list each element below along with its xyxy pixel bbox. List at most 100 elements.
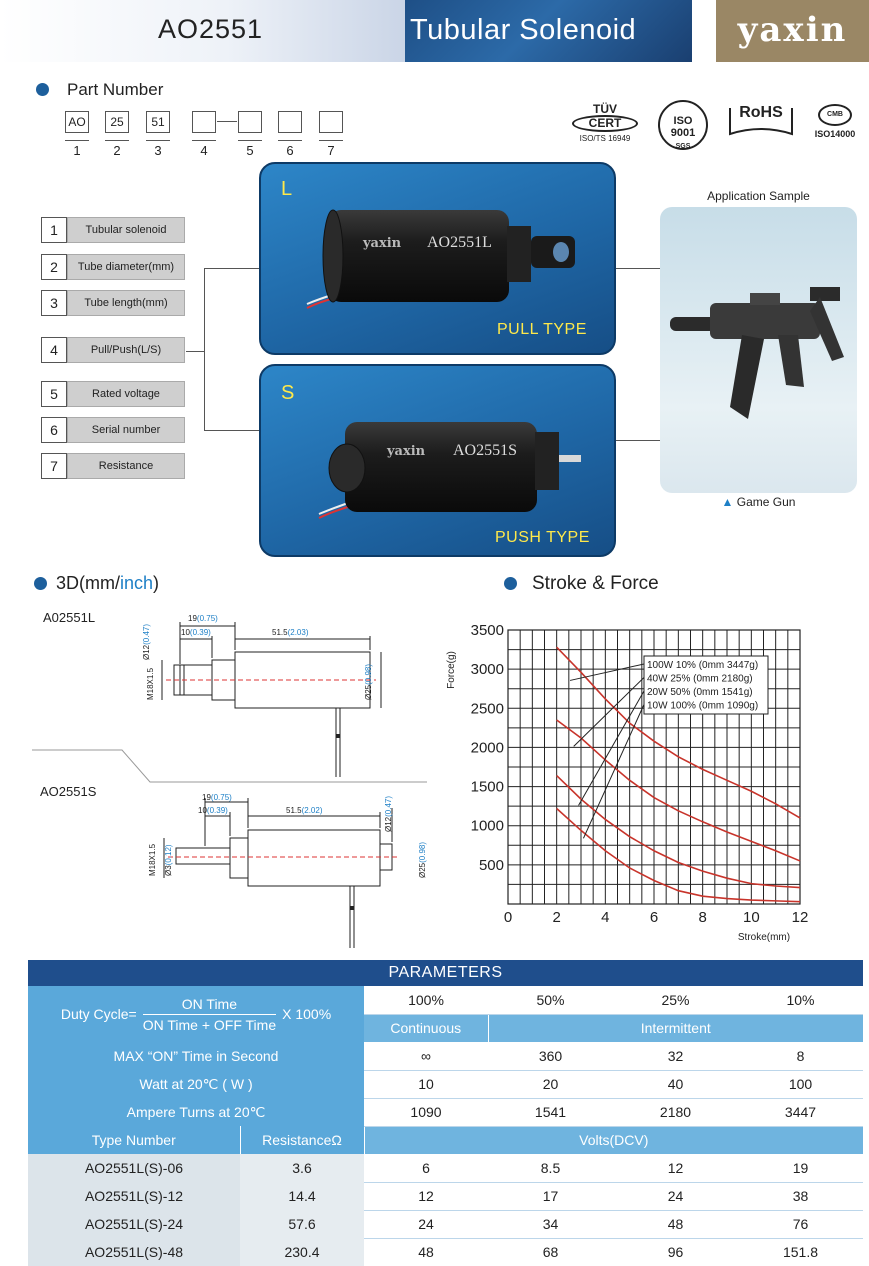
- parameter-value: 360: [488, 1042, 613, 1071]
- part-box-7: [319, 111, 343, 133]
- push-letter: S: [281, 382, 295, 404]
- pull-letter: L: [281, 178, 293, 200]
- dim-val: Ø25: [364, 684, 373, 700]
- pull-type-panel: L yaxin AO2551L PULL TYPE: [259, 162, 616, 355]
- parameters-title: PARAMETERS: [28, 960, 863, 986]
- dim-inch: (0.47): [384, 795, 393, 817]
- parameter-value: 10: [364, 1070, 488, 1099]
- part-box-5: [238, 111, 262, 133]
- y-tick-label: 1500: [471, 779, 504, 796]
- y-tick-label: 500: [479, 857, 504, 874]
- pull-type-label: PULL TYPE: [497, 321, 587, 338]
- x-tick-label: 10: [743, 909, 760, 926]
- bullet-icon: [36, 83, 49, 96]
- legend-box: [643, 655, 769, 715]
- mode-intermittent: Intermittent: [487, 1014, 863, 1042]
- legend-entry: 40W 25% (0mm 2180g): [647, 674, 753, 685]
- part-number-heading: Part Number: [67, 80, 164, 99]
- part-pos-7: 7: [319, 140, 343, 158]
- part-pos-1: 1: [65, 140, 89, 158]
- volts-value: 96: [613, 1238, 738, 1266]
- application-title: Application Sample: [707, 189, 810, 203]
- dim-l-515: 51.5(2.03): [272, 628, 308, 637]
- legend-label: Rated voltage: [67, 381, 185, 407]
- part-box-3: 51: [146, 111, 170, 133]
- x-tick-label: 6: [650, 909, 658, 926]
- push-type-label: PUSH TYPE: [495, 529, 590, 546]
- duty-value: 10%: [738, 986, 863, 1015]
- volts-value: 151.8: [738, 1238, 863, 1266]
- dim-l-25: Ø25(0.98): [364, 664, 373, 700]
- parameter-label: MAX “ON” Time in Second: [28, 1042, 364, 1070]
- duty-cycle-formula: Duty Cycle= ON Time ON Time + OFF Time X…: [28, 986, 364, 1042]
- y-axis-label: Force(g): [446, 651, 457, 689]
- duty-denominator: ON Time + OFF Time: [142, 1016, 277, 1033]
- volts-value: 68: [488, 1238, 613, 1266]
- dim-val: 19: [188, 614, 197, 623]
- legend-label: Resistance: [67, 453, 185, 479]
- dim-val: Ø12: [142, 644, 151, 660]
- legend-number: 4: [41, 337, 67, 363]
- dim-val: Ø25: [418, 862, 427, 878]
- x-axis-label: Stroke(mm): [738, 932, 790, 943]
- parameter-value: 32: [613, 1042, 738, 1071]
- legend-number: 1: [41, 217, 67, 243]
- connector-line: [204, 268, 260, 269]
- header-band-blue: [405, 0, 692, 62]
- dim-l-12: Ø12(0.47): [142, 624, 151, 660]
- volts-value: 12: [364, 1182, 488, 1211]
- parameters-table: PARAMETERS Duty Cycle= ON Time ON Time +…: [28, 960, 863, 1266]
- parameter-value: 8: [738, 1042, 863, 1071]
- volts-value: 17: [488, 1182, 613, 1211]
- type-number: AO2551L(S)-24: [28, 1210, 240, 1238]
- dim-l-m18: M18X1.5: [146, 667, 155, 700]
- legend-leader: [569, 663, 645, 681]
- dim-val: 51.5: [286, 806, 302, 815]
- application-caption: ▲ Game Gun: [660, 495, 857, 509]
- legend-leader: [582, 704, 645, 839]
- legend-number: 3: [41, 290, 67, 316]
- resistance-value: 230.4: [240, 1238, 364, 1266]
- x-tick-label: 12: [792, 909, 809, 926]
- dim-inch: (0.12): [164, 844, 173, 866]
- volts-value: 76: [738, 1210, 863, 1239]
- x-tick-label: 2: [552, 909, 560, 926]
- dim-val: 10: [198, 806, 207, 815]
- dim-s-m18: M18X1.5: [148, 843, 157, 876]
- legend-number: 7: [41, 453, 67, 479]
- resistance-value: 3.6: [240, 1154, 364, 1182]
- header-band-left: [0, 0, 410, 62]
- duty-value: 50%: [488, 986, 613, 1015]
- parameter-value: 3447: [738, 1098, 863, 1127]
- mode-continuous: Continuous: [364, 1014, 488, 1042]
- application-image: [660, 207, 857, 493]
- dim-s-19: 19(0.75): [202, 793, 232, 802]
- parameter-value: 100: [738, 1070, 863, 1099]
- dims-l-label: A02551L: [43, 610, 96, 625]
- dims-s-drawing: [163, 798, 398, 948]
- dim-inch: (0.75): [210, 793, 232, 802]
- dims-heading-pre: 3D(mm/: [56, 573, 120, 593]
- duty-value: 25%: [613, 986, 738, 1015]
- volts-value: 19: [738, 1154, 863, 1183]
- rohs-logo: RoHS: [728, 104, 794, 140]
- dim-inch: (0.98): [364, 663, 373, 685]
- x-tick-label: 4: [601, 909, 609, 926]
- connector-line: [204, 268, 205, 431]
- parameter-value: 1541: [488, 1098, 613, 1127]
- dim-s-515: 51.5(2.02): [286, 806, 322, 815]
- bullet-icon: [34, 577, 47, 590]
- tuv-mid: CERT: [572, 115, 638, 132]
- brand-logo: yaxin: [716, 0, 869, 62]
- parameter-value: 2180: [613, 1098, 738, 1127]
- triangle-up-icon: ▲: [721, 495, 734, 509]
- dim-s-10: 10(0.39): [198, 806, 228, 815]
- legend-label: Serial number: [67, 417, 185, 443]
- dims-heading: 3D(mm/inch): [56, 573, 159, 594]
- caption-text: Game Gun: [736, 495, 796, 509]
- series-line: [556, 775, 801, 889]
- volts-value: 24: [364, 1210, 488, 1239]
